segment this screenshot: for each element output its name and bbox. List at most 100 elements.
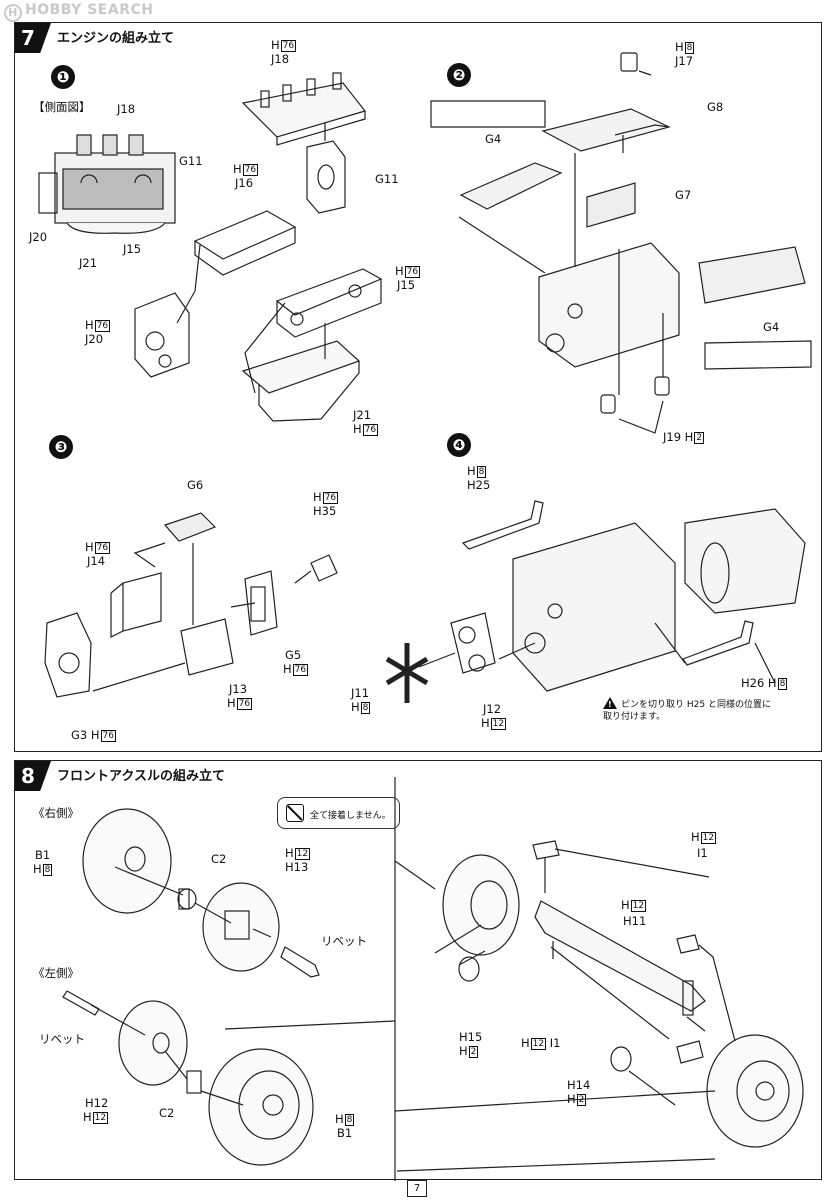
label-rivet-right: リベット — [321, 934, 367, 948]
kingpin — [682, 980, 694, 1016]
label-i1-top: I1 — [697, 846, 708, 860]
label-h12-name: H12 — [85, 1096, 109, 1110]
part-i1-right — [676, 934, 700, 954]
label-j12: J12 — [483, 702, 502, 716]
spacer-c2-left — [186, 1070, 202, 1094]
piece-j17 — [620, 52, 638, 72]
part-g5 — [244, 570, 278, 636]
part-g6 — [163, 512, 217, 542]
label-j15: J15 — [397, 278, 416, 292]
pulley-j12 — [450, 612, 496, 674]
part-j14 — [110, 572, 162, 638]
step-8-title: フロントアクスルの組み立て — [57, 769, 225, 784]
right-side-label: 《右側》 — [33, 806, 79, 820]
step-7-panel: 7 エンジンの組み立て — [14, 22, 822, 752]
fan-j11 — [385, 643, 429, 703]
g4-parts-top — [430, 100, 546, 128]
left-side-label: 《左側》 — [33, 966, 79, 980]
side-view-label: 【側面図】 — [33, 100, 91, 114]
label-h14: H14 — [567, 1078, 591, 1092]
g7 — [586, 182, 636, 228]
transmission — [684, 508, 806, 614]
wheel-left-assembly — [706, 1034, 804, 1148]
valve-cover-j18 — [241, 72, 367, 146]
pin-cut-note: ピンを切り取り H25 と同様の位置に取り付けます。 — [603, 697, 773, 723]
rivet-right — [280, 946, 320, 978]
label-g4-left: G4 — [485, 132, 502, 146]
label-h35: H35 — [313, 504, 337, 518]
label-sv-j21: J21 — [79, 256, 98, 270]
label-h25: H25 — [467, 478, 491, 492]
disc-h12 — [118, 1000, 188, 1086]
block-j16 — [193, 210, 297, 276]
label-b1-left: B1 — [337, 1126, 353, 1140]
j19-plugs — [600, 376, 670, 414]
no-glue-note: 全て接着しません。 — [277, 797, 400, 829]
label-rivet-left: リベット — [39, 1032, 85, 1046]
label-g11: G11 — [375, 172, 399, 186]
label-h15: H15 — [459, 1030, 483, 1044]
label-sv-g11: G11 — [179, 154, 203, 168]
part-g3 — [44, 612, 92, 698]
label-sv-j15: J15 — [123, 242, 142, 256]
label-g8: G8 — [707, 100, 724, 114]
label-sv-j20: J20 — [29, 230, 48, 244]
label-g6: G6 — [187, 478, 204, 492]
g4-left — [459, 162, 563, 210]
label-h13: H13 — [285, 860, 309, 874]
substep-3-marker: ❸ — [49, 435, 73, 459]
g4-bottom — [704, 340, 812, 370]
rivet-left — [62, 990, 100, 1016]
label-j21: J21 — [353, 408, 372, 422]
step-7-title: エンジンの組み立て — [57, 31, 175, 46]
no-glue-icon — [286, 804, 304, 822]
part-j13 — [180, 618, 234, 676]
page-number: 7 — [407, 1180, 427, 1197]
engine-assembly-illustration — [38, 52, 812, 703]
wheel-right-assembly — [442, 854, 520, 956]
gasket-g11 — [306, 140, 346, 214]
label-j20: J20 — [85, 332, 104, 346]
pipe-h25 — [461, 500, 544, 550]
substep-2-marker: ❷ — [447, 63, 471, 87]
oil-pan-j21 — [241, 340, 361, 422]
part-h14 — [610, 1046, 632, 1072]
wheel-b1-right — [82, 808, 172, 914]
axle-beam-h11 — [534, 900, 706, 1012]
step-8-number: 8 — [15, 761, 51, 791]
wheel-b1-left — [208, 1048, 314, 1166]
step-8-panel: 8 フロントアクスルの組み立て 全て接着しません。 《右側》 《左側》 B1 H… — [14, 760, 822, 1181]
label-c2-right: C2 — [211, 852, 227, 866]
part-h15 — [458, 956, 480, 982]
label-j17: J17 — [675, 54, 694, 68]
cam-cover-g8 — [541, 108, 671, 152]
label-g4-right: G4 — [763, 320, 780, 334]
spacer-c2-right — [177, 888, 197, 910]
label-sv-j18: J18 — [117, 102, 136, 116]
part-i1-bottom — [676, 1040, 704, 1064]
g4-right — [698, 246, 806, 304]
label-j13: J13 — [229, 682, 248, 696]
pipe-h26 — [682, 620, 754, 666]
